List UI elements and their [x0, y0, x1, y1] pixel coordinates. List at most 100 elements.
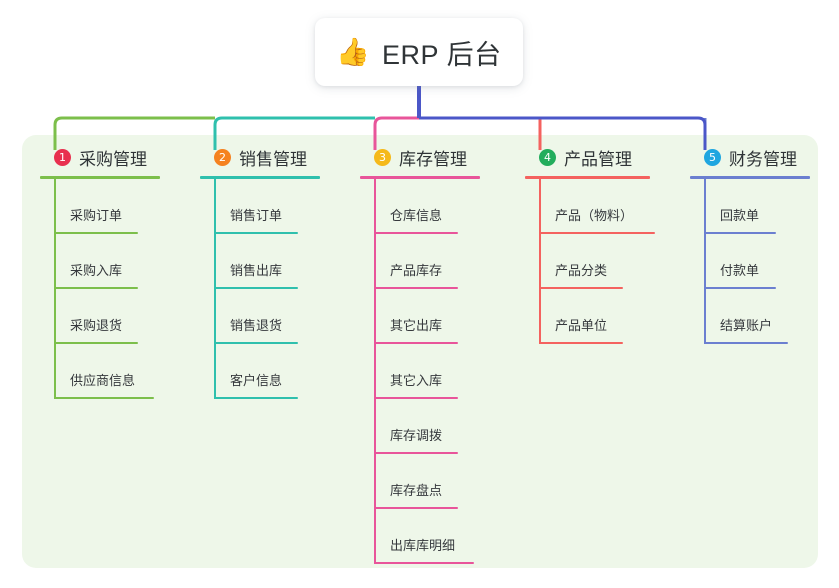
column-2: 2 销售管理销售订单销售出库销售退货客户信息	[200, 144, 320, 399]
tree-item-underline	[54, 342, 138, 344]
tree-item-underline	[374, 562, 474, 564]
tree-item[interactable]: 采购订单	[40, 179, 160, 234]
tree-item-label: 供应商信息	[70, 373, 136, 388]
tree-item-label: 付款单	[720, 263, 760, 278]
tree-item-label: 产品分类	[555, 263, 608, 278]
tree-item-underline	[54, 397, 154, 399]
tree-item-underline	[704, 287, 776, 289]
tree-item[interactable]: 库存调拨	[360, 399, 480, 454]
tree-item[interactable]: 产品（物料）	[525, 179, 655, 234]
root-node-title: ERP 后台	[382, 39, 502, 70]
tree-item-underline	[374, 507, 458, 509]
tree-item-underline	[539, 342, 623, 344]
tree-item[interactable]: 付款单	[690, 234, 810, 289]
column-items-4: 产品（物料） 产品分类产品单位	[525, 179, 655, 344]
column-underline-3	[360, 176, 480, 179]
column-badge-4: 4	[539, 148, 556, 166]
column-title-4: 产品管理	[564, 149, 632, 169]
tree-item-label: 其它出库	[390, 318, 443, 333]
tree-item-underline	[704, 232, 776, 234]
column-items-2: 销售订单销售出库销售退货客户信息	[200, 179, 320, 399]
tree-item[interactable]: 其它入库	[360, 344, 480, 399]
tree-item-label: 仓库信息	[390, 208, 443, 223]
thumbs-up-icon: 👍	[336, 36, 371, 67]
column-header-5[interactable]: 5 财务管理	[690, 144, 810, 170]
tree-item-label: 采购退货	[70, 318, 123, 333]
column-items-3: 仓库信息产品库存其它出库其它入库库存调拨库存盘点出库库明细	[360, 179, 480, 564]
column-underline-5	[690, 176, 810, 179]
tree-item-label: 出库库明细	[390, 538, 456, 553]
tree-item[interactable]: 销售订单	[200, 179, 320, 234]
tree-item-underline	[374, 232, 458, 234]
tree-item-underline	[374, 397, 458, 399]
column-badge-2: 2	[214, 148, 231, 166]
tree-item[interactable]: 销售退货	[200, 289, 320, 344]
column-spine-5	[704, 179, 706, 344]
tree-item[interactable]: 结算账户	[690, 289, 810, 344]
column-header-2[interactable]: 2 销售管理	[200, 144, 320, 170]
tree-item[interactable]: 产品库存	[360, 234, 480, 289]
tree-item-label: 产品库存	[390, 263, 443, 278]
tree-item-underline	[539, 232, 655, 234]
tree-item-underline	[374, 287, 458, 289]
column-badge-5: 5	[704, 148, 721, 166]
column-header-1[interactable]: 1 采购管理	[40, 144, 160, 170]
column-underline-2	[200, 176, 320, 179]
tree-item[interactable]: 采购入库	[40, 234, 160, 289]
column-spine-1	[54, 179, 56, 399]
column-title-2: 销售管理	[239, 149, 307, 169]
tree-item-label: 产品单位	[555, 318, 608, 333]
root-node-card[interactable]: 👍 ERP 后台	[315, 18, 523, 86]
diagram-panel	[22, 135, 818, 568]
tree-item-underline	[374, 452, 458, 454]
tree-item[interactable]: 库存盘点	[360, 454, 480, 509]
tree-item-underline	[214, 342, 298, 344]
tree-item-label: 采购订单	[70, 208, 123, 223]
tree-item[interactable]: 产品单位	[525, 289, 650, 344]
tree-item-label: 库存盘点	[390, 483, 443, 498]
column-underline-4	[525, 176, 650, 179]
tree-item-underline	[54, 287, 138, 289]
column-title-3: 库存管理	[399, 149, 467, 169]
tree-item-label: 销售出库	[230, 263, 283, 278]
column-1: 1 采购管理采购订单采购入库采购退货供应商信息	[40, 144, 160, 399]
tree-item-underline	[704, 342, 788, 344]
tree-item[interactable]: 出库库明细	[360, 509, 480, 564]
tree-item-label: 库存调拨	[390, 428, 443, 443]
column-items-5: 回款单付款单结算账户	[690, 179, 810, 344]
tree-item-underline	[214, 232, 298, 234]
tree-item[interactable]: 其它出库	[360, 289, 480, 344]
column-spine-4	[539, 179, 541, 344]
column-title-1: 采购管理	[79, 149, 147, 169]
tree-item-label: 回款单	[720, 208, 760, 223]
tree-item[interactable]: 仓库信息	[360, 179, 480, 234]
tree-item-underline	[374, 342, 458, 344]
column-header-4[interactable]: 4 产品管理	[525, 144, 650, 170]
tree-item-label: 销售订单	[230, 208, 283, 223]
tree-item-label: 销售退货	[230, 318, 283, 333]
column-spine-3	[374, 179, 376, 564]
tree-item[interactable]: 采购退货	[40, 289, 160, 344]
tree-item-label: 其它入库	[390, 373, 443, 388]
tree-item-underline	[539, 287, 623, 289]
tree-item[interactable]: 回款单	[690, 179, 810, 234]
tree-item[interactable]: 产品分类	[525, 234, 650, 289]
column-underline-1	[40, 176, 160, 179]
tree-item[interactable]: 销售出库	[200, 234, 320, 289]
tree-item-underline	[214, 287, 298, 289]
tree-item-underline	[214, 397, 298, 399]
tree-item-label: 客户信息	[230, 373, 283, 388]
column-badge-1: 1	[54, 148, 71, 166]
column-5: 5 财务管理回款单付款单结算账户	[690, 144, 810, 344]
column-items-1: 采购订单采购入库采购退货供应商信息	[40, 179, 160, 399]
column-title-5: 财务管理	[729, 149, 797, 169]
tree-item[interactable]: 客户信息	[200, 344, 320, 399]
column-spine-2	[214, 179, 216, 399]
tree-item-label: 结算账户	[720, 318, 773, 333]
tree-item-label: 采购入库	[70, 263, 123, 278]
tree-item-label: 产品（物料）	[555, 208, 634, 223]
tree-item[interactable]: 供应商信息	[40, 344, 160, 399]
